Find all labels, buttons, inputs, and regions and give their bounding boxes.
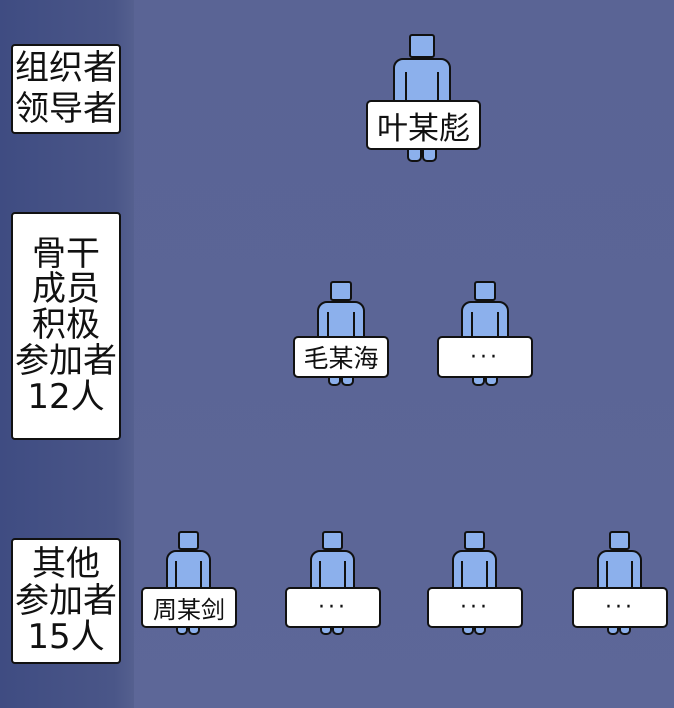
tier-label-line: 领导者 xyxy=(15,89,117,129)
member-name: ··· xyxy=(470,344,500,370)
member-name: 毛某海 xyxy=(303,344,379,373)
member-name-card: 毛某海 xyxy=(293,336,389,378)
tier-label-other-members: 其他 参加者 15人 xyxy=(11,538,121,664)
person-head xyxy=(409,34,435,58)
tier-label-line: 积极 xyxy=(32,305,100,346)
person-head xyxy=(178,531,199,550)
tier-label-line: 骨干 xyxy=(32,233,100,274)
tier-label-line: 组织者 xyxy=(15,48,117,89)
member-name-card: 叶某彪 xyxy=(366,100,481,150)
person-head xyxy=(609,531,630,550)
person-head xyxy=(330,281,352,301)
tier-label-line: 15人 xyxy=(27,617,105,658)
tier-label-line: 12人 xyxy=(27,376,105,417)
member-name: 叶某彪 xyxy=(377,110,470,147)
tier-label-core-members: 骨干 成员 积极 参加者 12人 xyxy=(11,212,121,440)
member-name: 周某剑 xyxy=(153,596,225,624)
person-head xyxy=(464,531,485,550)
person-head xyxy=(322,531,343,550)
member-name: ··· xyxy=(318,595,348,620)
tier-label-leaders: 组织者 领导者 xyxy=(11,44,121,134)
member-name-card: ··· xyxy=(437,336,533,378)
tier-label-line: 其他 xyxy=(32,543,100,584)
member-name: ··· xyxy=(605,595,635,620)
person-head xyxy=(474,281,496,301)
tier-label-line: 参加者 xyxy=(15,580,117,621)
member-name-card: ··· xyxy=(427,587,523,628)
member-name-card: ··· xyxy=(572,587,668,628)
member-name-card: 周某剑 xyxy=(141,587,237,628)
member-name: ··· xyxy=(460,595,490,620)
member-name-card: ··· xyxy=(285,587,381,628)
tier-label-line: 参加者 xyxy=(15,340,117,381)
tier-label-line: 成员 xyxy=(32,269,100,310)
